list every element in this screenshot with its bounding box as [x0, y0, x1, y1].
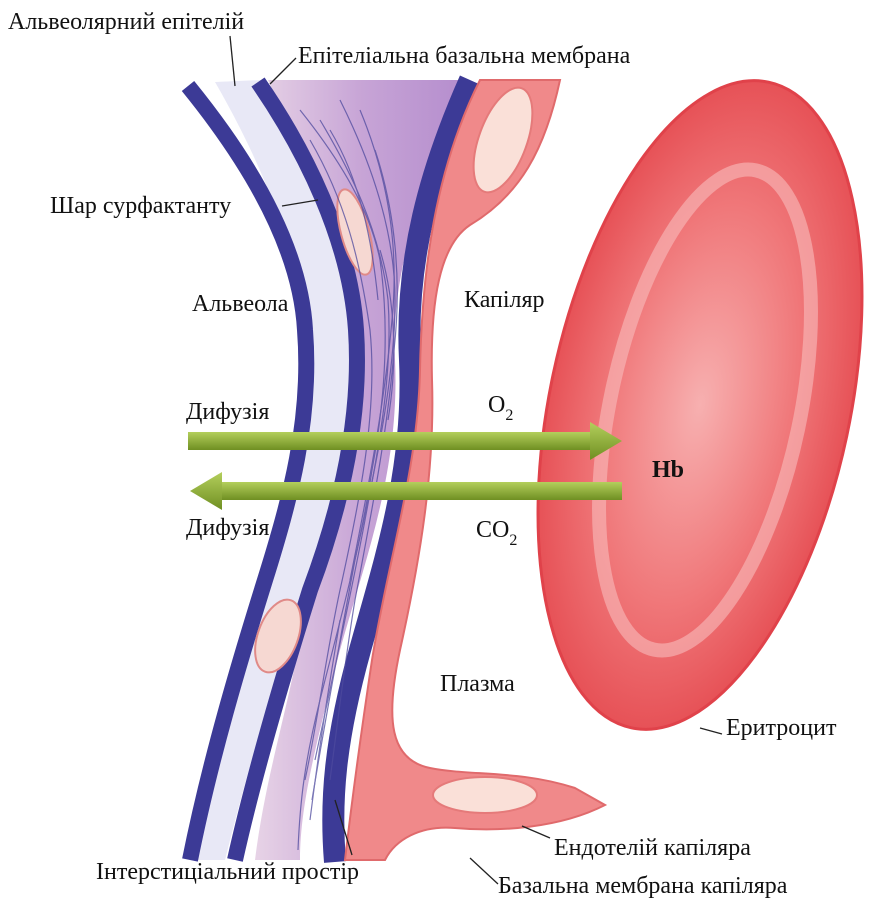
label-hb: Hb — [652, 458, 684, 482]
label-co2: CO2 — [476, 518, 517, 547]
label-diffusion-top: Дифузія — [186, 400, 269, 424]
label-capillary: Капіляр — [464, 288, 545, 312]
label-capillary-basement-membrane: Базальна мембрана капіляра — [498, 874, 787, 898]
label-alveolus: Альвеола — [192, 292, 288, 316]
label-diffusion-bottom: Дифузія — [186, 516, 269, 540]
label-surfactant-layer: Шар сурфактанту — [50, 194, 231, 218]
erythrocyte-cell — [485, 51, 894, 759]
label-capillary-endothelium: Ендотелій капіляра — [554, 836, 751, 860]
label-epithelial-basement-membrane: Епітеліальна базальна мембрана — [298, 44, 630, 68]
label-plasma: Плазма — [440, 672, 515, 696]
label-o2: O2 — [488, 393, 513, 422]
label-alveolar-epithelium: Альвеолярний епітелій — [8, 10, 244, 34]
label-erythrocyte: Еритроцит — [726, 716, 836, 740]
label-interstitial-space: Інтерстиціальний простір — [96, 860, 359, 884]
endothelial-nucleus-bottom — [433, 777, 537, 813]
